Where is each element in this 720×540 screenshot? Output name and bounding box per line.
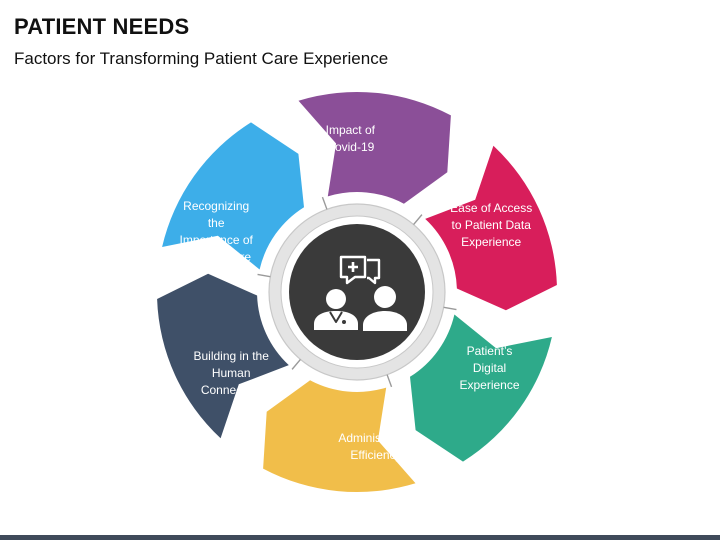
ring-tick bbox=[413, 214, 423, 226]
segment-arrow-4 bbox=[410, 314, 552, 462]
page-subtitle: Factors for Transforming Patient Care Ex… bbox=[14, 49, 389, 68]
segments-layer bbox=[157, 91, 557, 493]
doctor-patient-consultation-icon bbox=[314, 255, 407, 331]
segment-arrow-5 bbox=[263, 380, 416, 493]
segment-arrow-3 bbox=[425, 145, 557, 311]
segment-label-6: Recognizing the Importance of Work Cultu… bbox=[179, 199, 253, 265]
segment-arrow-2 bbox=[298, 91, 451, 204]
ring-tick bbox=[443, 306, 457, 311]
segment-arrow-6 bbox=[157, 273, 289, 439]
page-title: PATIENT NEEDS bbox=[14, 14, 190, 39]
ring-tick bbox=[257, 273, 271, 278]
segment-arrow-1 bbox=[162, 122, 304, 270]
ring-tick bbox=[386, 374, 393, 388]
ring-tick bbox=[291, 358, 301, 370]
segment-label-1: Impact of Covid-19 bbox=[325, 123, 375, 155]
center-disc bbox=[289, 224, 425, 360]
ring-tick bbox=[321, 196, 328, 210]
segment-label-3: Patient’s Digital Experience bbox=[459, 344, 520, 392]
segment-label-5: Building in the Human Connection bbox=[193, 349, 269, 398]
segment-label-4: Administrative Efficiency bbox=[338, 430, 414, 462]
bottom-bar bbox=[0, 535, 720, 540]
segment-label-2: Ease of Access to Patient Data Experienc… bbox=[450, 200, 533, 249]
